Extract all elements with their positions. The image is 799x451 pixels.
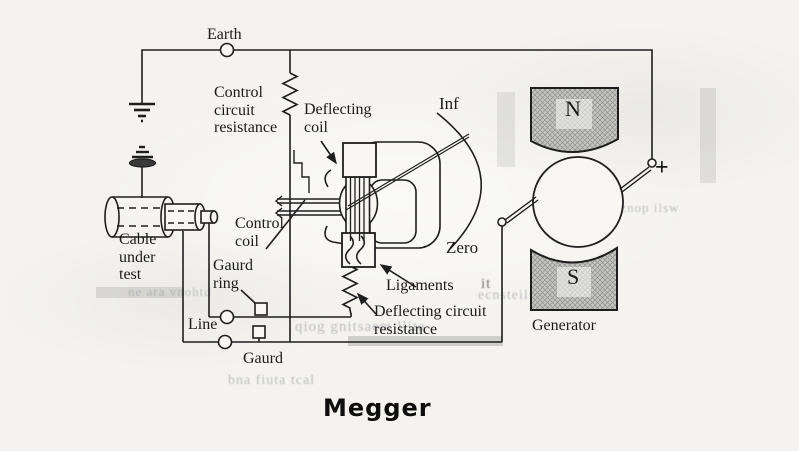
circuit-wiring (141, 49, 653, 343)
bleed-through-text: bna fiuta tcal (228, 373, 316, 388)
label-line: Line (188, 316, 218, 333)
gaurd-square (252, 325, 266, 342)
control-coil-leads (274, 150, 344, 219)
ligaments-box (341, 232, 376, 268)
pointer-needle (345, 133, 470, 211)
label-gaurd-ring: Gaurd ring (213, 257, 253, 292)
line-terminal (219, 309, 235, 325)
cable-earth-symbol (128, 145, 157, 198)
deflecting-coil-arrow (320, 140, 337, 165)
scale-arc (436, 112, 482, 251)
brush-right (619, 158, 657, 193)
cable-under-test-drawing (104, 196, 219, 238)
label-control-coil: Control coil (235, 215, 284, 250)
brush-left (497, 196, 539, 227)
ligaments-arrow (379, 264, 417, 288)
label-zero: Zero (446, 238, 479, 257)
figure-title: Megger (323, 394, 432, 422)
label-earth: Earth (207, 26, 242, 43)
label-control-circuit-resistance: Control circuit resistance (214, 84, 278, 136)
earth-ground-symbol (129, 102, 155, 123)
label-cable-under-test: Cable under test (119, 231, 157, 283)
deflecting-coil-box (342, 142, 377, 178)
earth-terminal (219, 42, 235, 58)
coil-hook-upper (324, 169, 332, 188)
label-s-pole: S (567, 264, 580, 289)
label-n-pole: N (565, 96, 581, 121)
deflecting-resistance-arrow (356, 292, 377, 315)
gaurd-terminal (217, 334, 233, 350)
bleed-through-text: it (481, 276, 492, 292)
n-letter-patch (556, 99, 592, 129)
gaurd-ring-square (254, 302, 268, 316)
label-inf: Inf (439, 94, 459, 113)
label-ligaments: Ligaments (386, 277, 454, 294)
gaurd-ring-leader (240, 289, 256, 304)
label-gaurd: Gaurd (243, 350, 283, 367)
label-deflecting-circuit-resistance: Deflecting circuit resistance (374, 303, 487, 338)
bleed-through-text: ne ara vnohtd (128, 284, 212, 299)
label-plus-terminal: + (655, 155, 669, 181)
control-coil-leader (265, 199, 306, 250)
control-circuit-resistor (281, 72, 299, 116)
bleed-through-text: qiog gnitsaem llita (295, 319, 426, 335)
label-deflecting-coil: Deflecting coil (304, 101, 372, 136)
deflecting-circuit-resistor (341, 265, 359, 315)
label-generator: Generator (532, 317, 596, 334)
coil-hook-lower (324, 225, 346, 245)
s-letter-patch (557, 267, 591, 297)
generator-armature (532, 156, 624, 248)
